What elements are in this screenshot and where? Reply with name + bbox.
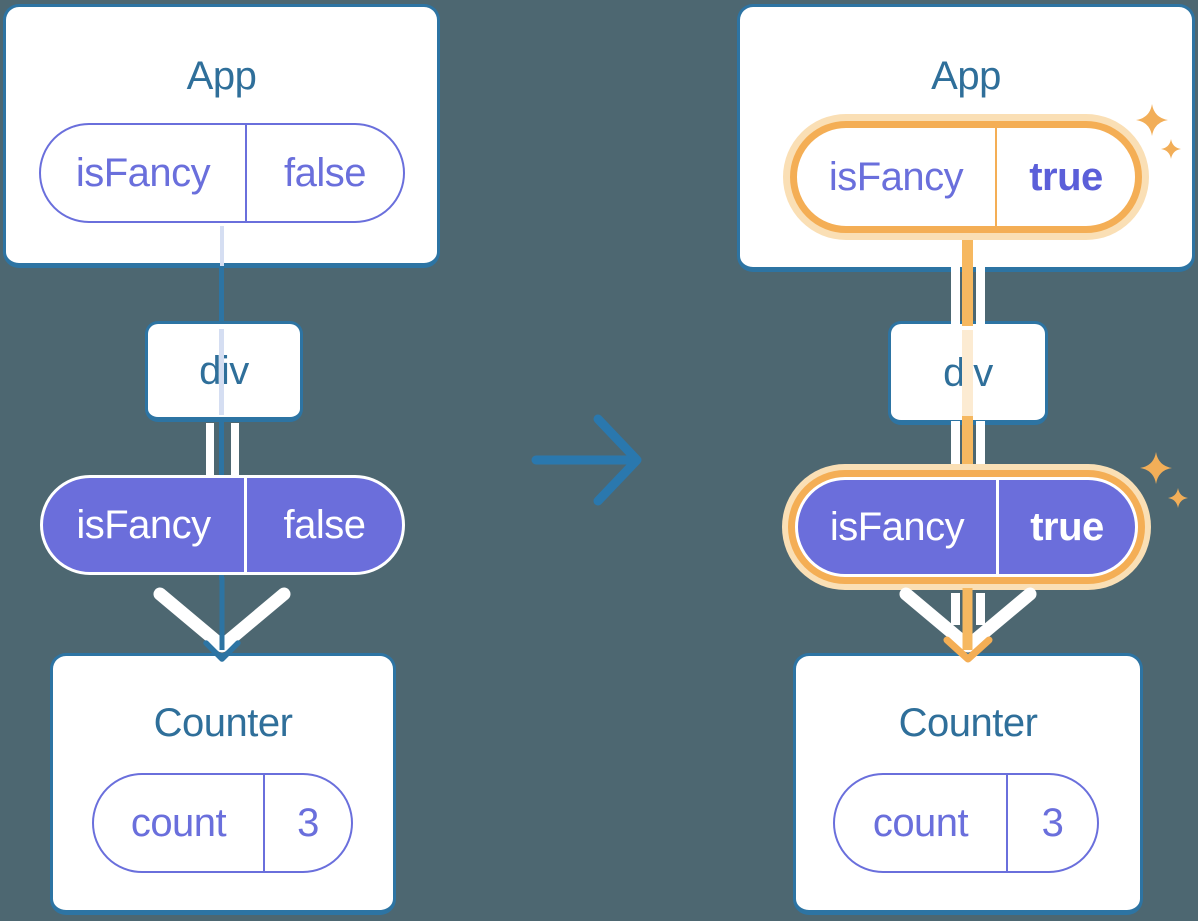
prop-value-label: false [283,502,367,547]
prop-ribbon-line [206,423,214,480]
app-prop-pill: isFancy true [790,121,1142,233]
prop-value-label: true [1030,504,1104,549]
div-node [145,321,303,422]
prop-name-label: isFancy [43,478,247,572]
prop-flow-chevron-icon [899,587,1037,653]
sparkle-icon [1140,452,1172,484]
highlighted-prop-line [962,240,973,326]
prop-ribbon-line [976,247,985,324]
state-name-label: count [835,775,1008,871]
prop-ribbon-line [951,593,960,625]
app-title: App [186,54,257,98]
passed-prop-pill: isFancy true [795,477,1138,577]
prop-line-inside-card [220,226,224,266]
transition-arrow-icon [531,414,642,506]
prop-name-label: isFancy [41,125,247,221]
passed-prop-pill: isFancy false [40,475,405,575]
prop-value-label: true [1029,154,1103,199]
prop-ribbon-line [951,247,960,324]
div-label: div [145,346,303,396]
prop-name-label: isFancy [797,128,997,226]
prop-name-label: isFancy [798,480,999,574]
sparkle-icon [1168,488,1188,508]
prop-ribbon-line [976,421,985,478]
app-title: App [931,54,1001,98]
prop-flow-chevron-icon [153,587,291,653]
prop-line-inside-div [962,330,973,416]
prop-ribbon-line [951,421,960,478]
prop-line-inside-div [219,329,224,415]
counter-title: Counter [153,701,293,745]
state-value-label: 3 [297,800,319,845]
counter-title: Counter [898,701,1038,745]
state-value-label: 3 [1041,800,1064,845]
prop-ribbon-line [976,593,985,625]
prop-value-label: false [284,150,367,195]
count-state-pill: count 3 [833,773,1099,873]
app-prop-pill: isFancy false [39,123,405,223]
state-name-label: count [94,775,265,871]
tree-edge [219,266,224,580]
highlighted-prop-line [962,416,973,480]
count-state-pill: count 3 [92,773,353,873]
prop-ribbon-line [231,423,239,480]
